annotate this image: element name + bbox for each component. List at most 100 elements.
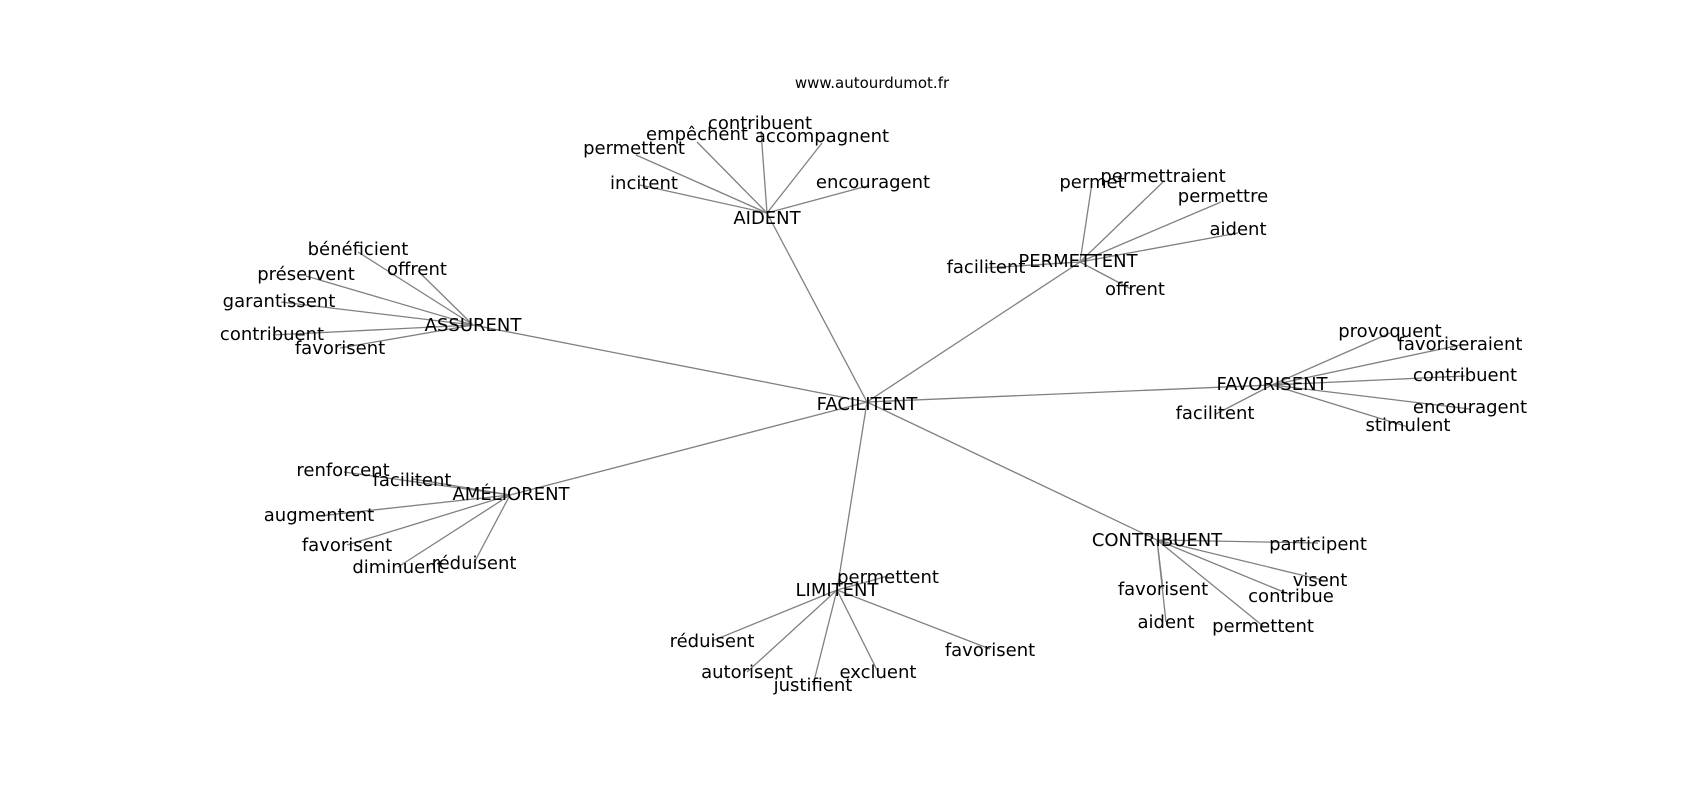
leaf-node-ameliorent-favorisent: favorisent (302, 535, 392, 556)
edge-assurent-preservent (305, 275, 474, 326)
leaf-node-contribuent-visent: visent (1293, 570, 1348, 591)
edge-permettent-permettraient (1079, 181, 1164, 263)
edge-ameliorent-renforcent (343, 471, 511, 496)
leaf-node-assurent-preservent: préservent (257, 264, 355, 285)
edge-aident-incitent (639, 184, 768, 214)
edge-aident-permettent (635, 154, 768, 214)
edge-assurent-favorisent (339, 324, 474, 349)
edge-favorisent-encouragent (1271, 384, 1471, 410)
edge-ameliorent-augmentent (318, 494, 511, 517)
edge-permettent-permet (1079, 182, 1093, 263)
leaf-node-favorisent-facilitent: facilitent (1176, 403, 1255, 424)
edge-limitent-autorisent (746, 589, 838, 673)
edge-assurent-offrent (417, 270, 474, 326)
leaf-node-favorisent-provoquent: provoquent (1338, 321, 1441, 342)
leaf-node-ameliorent-augmentent: augmentent (264, 505, 374, 526)
leaf-node-assurent-offrent: offrent (387, 259, 447, 280)
leaf-node-aident-incitent: incitent (610, 173, 678, 194)
edge-center-assurent (472, 324, 868, 403)
leaf-node-limitent-reduisent: réduisent (670, 631, 755, 652)
hub-node-permettent: PERMETTENT (1018, 251, 1138, 272)
edge-aident-accompagnent (766, 142, 823, 214)
leaf-node-ameliorent-facilitent: facilitent (373, 470, 452, 491)
leaf-node-contribuent-contribue: contribue (1248, 586, 1334, 607)
leaf-node-limitent-permettent: permettent (837, 567, 939, 588)
leaf-node-permettent-permettre: permettre (1178, 186, 1268, 207)
leaf-node-contribuent-aident: aident (1138, 612, 1195, 633)
edge-ameliorent-facilitent (412, 478, 511, 496)
leaf-node-contribuent-participent: participent (1269, 534, 1367, 555)
edge-ameliorent-favorisent (346, 494, 511, 546)
leaf-node-limitent-excluent: excluent (840, 662, 917, 683)
hub-node-assurent: ASSURENT (425, 315, 523, 336)
edge-center-contribuent (866, 401, 1158, 541)
edge-favorisent-provoquent (1271, 332, 1391, 386)
leaf-node-ameliorent-reduisent: réduisent (432, 553, 517, 574)
edge-permettent-permettre (1079, 201, 1222, 263)
edge-limitent-reduisent (711, 589, 838, 642)
leaf-node-limitent-justifient: justifient (773, 675, 853, 696)
edge-contribuent-aident (1156, 539, 1167, 623)
leaf-node-assurent-beneficient: bénéficient (308, 239, 409, 260)
leaf-node-limitent-autorisent: autorisent (701, 662, 793, 683)
leaf-node-permettent-facilitent: facilitent (947, 257, 1026, 278)
leaf-node-ameliorent-renforcent: renforcent (296, 460, 389, 481)
hub-node-limitent: LIMITENT (795, 580, 879, 601)
edges (272, 130, 1471, 686)
edge-favorisent-stimulent (1271, 384, 1409, 428)
edge-center-aident (766, 212, 868, 403)
hub-node-favorisent: FAVORISENT (1216, 374, 1328, 395)
leaf-node-aident-accompagnent: accompagnent (755, 126, 889, 147)
edge-limitent-justifient (812, 589, 838, 686)
edge-aident-encouragent (766, 185, 868, 214)
edge-permettent-facilitent (984, 261, 1081, 269)
edge-aident-empechent (696, 141, 768, 214)
hub-node-ameliorent: AMÉLIORENT (452, 483, 570, 505)
leaf-node-favorisent-encouragent: encouragent (1413, 397, 1527, 418)
hub-node-aident: AIDENT (733, 208, 801, 229)
edge-center-limitent (836, 401, 868, 591)
leaf-node-contribuent-permettent: permettent (1212, 616, 1314, 637)
leaf-node-permettent-offrent: offrent (1105, 279, 1165, 300)
hub-node-contribuent: CONTRIBUENT (1092, 530, 1223, 551)
edge-favorisent-favoriseraient (1271, 344, 1461, 386)
edge-limitent-favorisent (836, 589, 991, 650)
source-label: www.autourdumot.fr (795, 74, 950, 92)
edge-contribuent-participent (1156, 539, 1319, 544)
edge-contribuent-visent (1156, 539, 1323, 581)
edge-limitent-permettent (836, 575, 889, 591)
leaf-node-assurent-contribuent: contribuent (220, 324, 324, 345)
leaf-node-aident-permettent: permettent (583, 138, 685, 159)
edge-favorisent-facilitent (1215, 384, 1273, 415)
leaf-node-favorisent-stimulent: stimulent (1366, 415, 1451, 436)
edge-contribuent-permettent (1156, 539, 1264, 627)
edge-ameliorent-diminuent (397, 494, 511, 568)
edge-contribuent-contribue (1156, 539, 1292, 596)
leaf-node-assurent-favorisent: favorisent (295, 338, 385, 359)
leaf-node-aident-empechent: empêchent (646, 124, 748, 145)
leaf-node-permettent-aident: aident (1210, 219, 1267, 240)
edge-limitent-excluent (836, 589, 879, 673)
edge-center-favorisent (866, 384, 1273, 403)
edge-center-permettent (866, 261, 1081, 403)
edge-aident-contribuent (760, 130, 768, 214)
edge-assurent-contribuent (272, 324, 474, 336)
leaf-node-permettent-permettraient: permettraient (1100, 166, 1225, 187)
edge-favorisent-contribuent (1271, 375, 1466, 386)
leaf-node-favorisent-contribuent: contribuent (1413, 365, 1517, 386)
edge-permettent-offrent (1079, 261, 1132, 290)
edge-ameliorent-reduisent (473, 494, 511, 564)
edge-assurent-garantissent (280, 301, 474, 326)
center-node-label: FACILITENT (817, 394, 919, 415)
leaf-node-contribuent-favorisent: favorisent (1118, 579, 1208, 600)
leaf-node-permettent-permet: permet (1059, 172, 1124, 193)
edge-center-ameliorent (509, 401, 868, 496)
edge-permettent-aident (1079, 232, 1239, 263)
leaf-node-assurent-garantissent: garantissent (223, 291, 336, 312)
edge-assurent-beneficient (357, 251, 474, 326)
leaf-node-aident-encouragent: encouragent (816, 172, 930, 193)
leaf-node-aident-contribuent: contribuent (708, 113, 812, 134)
leaf-node-ameliorent-diminuent: diminuent (352, 557, 443, 578)
